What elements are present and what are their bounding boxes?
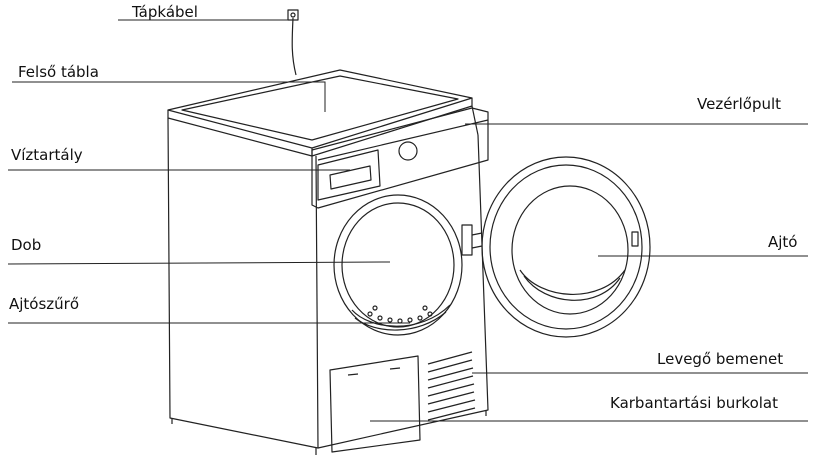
door-filter-holes: [367, 305, 433, 324]
label-top-panel: Felső tábla: [18, 63, 99, 81]
power-cable-line: [291, 17, 297, 76]
drum-opening: [333, 194, 463, 336]
maintenance-cover-shape: [329, 355, 421, 453]
leader-top-panel: [12, 81, 326, 112]
control-panel-shape: [311, 107, 489, 209]
label-maintenance-cover: Karbantartási burkolat: [610, 394, 778, 412]
door-shape: [481, 156, 651, 338]
air-inlet-vents: [427, 351, 476, 421]
label-door-filter: Ajtószűrő: [9, 295, 80, 313]
label-air-inlet: Levegő bemenet: [657, 350, 784, 368]
label-control-panel: Vezérlőpult: [697, 95, 782, 113]
label-door: Ajtó: [768, 233, 798, 251]
label-drum: Dob: [11, 236, 42, 254]
label-water-tank: Víztartály: [11, 146, 83, 164]
body-side: [167, 117, 319, 449]
control-knob: [398, 141, 418, 161]
water-tank-drawer: [317, 149, 381, 201]
label-power-cable: Tápkábel: [132, 3, 198, 21]
leader-drum: [7, 261, 391, 265]
